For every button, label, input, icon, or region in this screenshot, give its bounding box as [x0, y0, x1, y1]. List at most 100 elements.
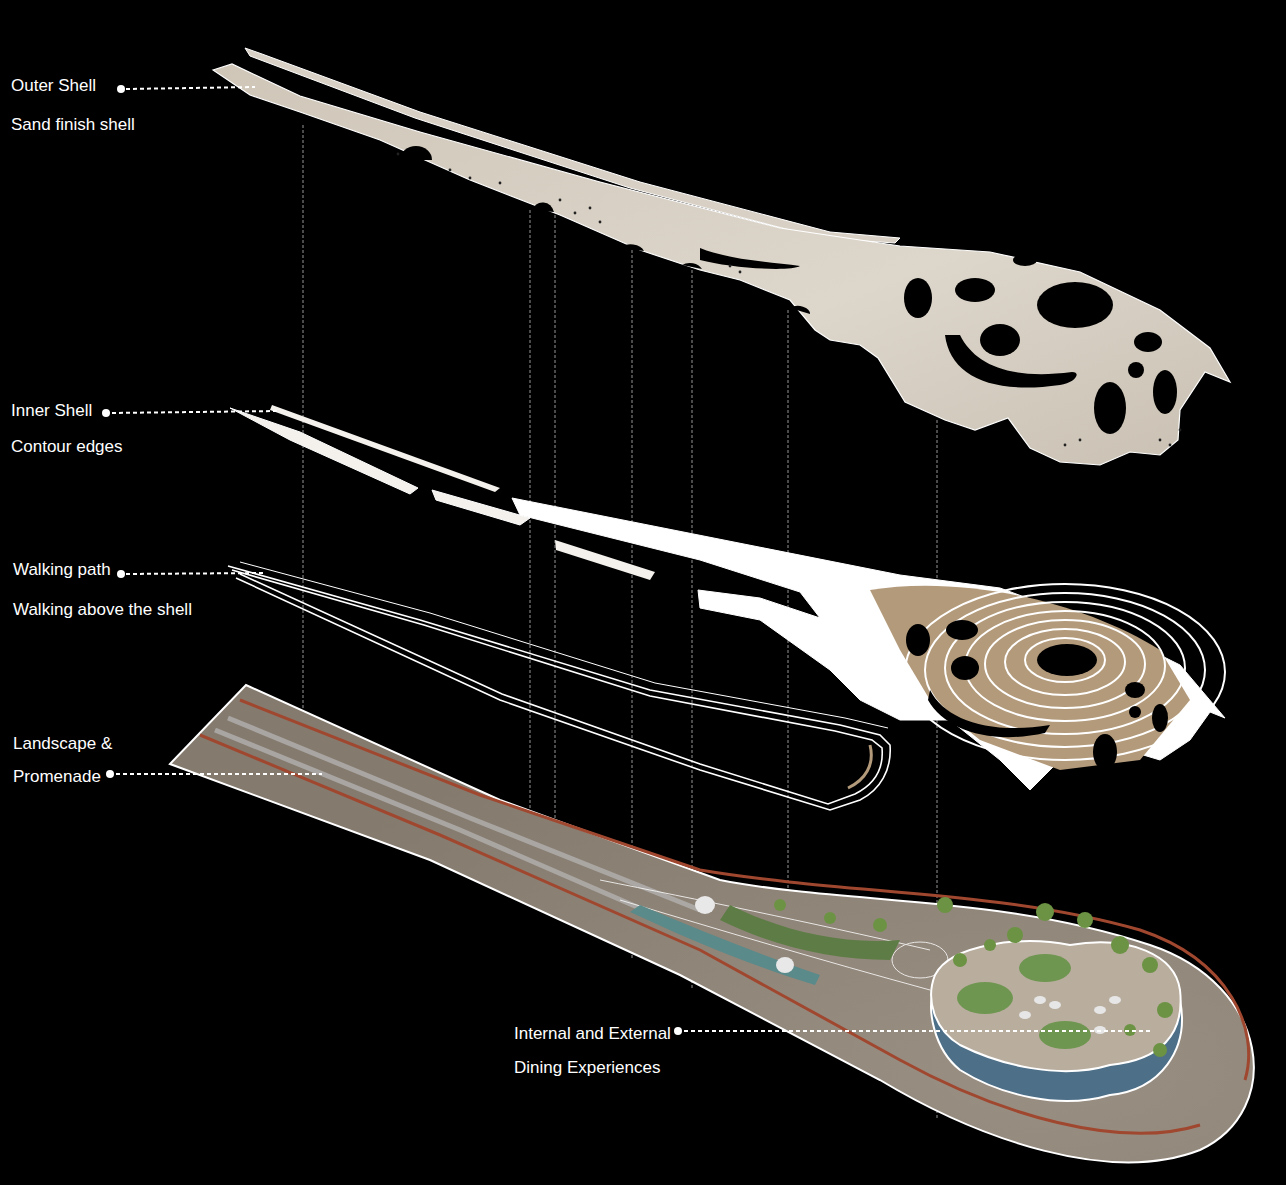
landscape-base	[600, 880, 948, 990]
outer-shell	[1153, 370, 1177, 414]
landscape-base	[200, 735, 1200, 1133]
outer-shell	[790, 306, 810, 314]
outer-shell	[729, 265, 732, 268]
landscape-base	[215, 718, 700, 930]
landscape-base	[1109, 996, 1121, 1004]
landscape-base	[620, 900, 930, 990]
landscape-base	[1019, 954, 1071, 982]
outer-shell	[955, 278, 995, 302]
leader-dot	[117, 85, 125, 93]
landscape-base	[170, 685, 1254, 1162]
leader-dot	[674, 1027, 682, 1035]
landscape-base	[1019, 1011, 1031, 1019]
landscape-base	[1157, 1002, 1173, 1018]
outer-shell	[1159, 439, 1162, 442]
landscape-base	[774, 897, 1173, 1057]
landscape-base	[824, 912, 836, 924]
landscape-base	[937, 897, 953, 913]
part-name: Outer Shell	[11, 76, 96, 96]
landscape-base	[1034, 996, 1046, 1004]
landscape-base	[170, 685, 1254, 1162]
part-note: Walking above the shell	[13, 600, 192, 620]
outer-shell	[1013, 254, 1037, 266]
walking-path	[240, 562, 888, 728]
landscape-base	[953, 953, 967, 967]
projection-line	[555, 205, 556, 890]
inner-shell	[1125, 682, 1145, 698]
outer-shell	[1179, 429, 1182, 432]
outer-shell	[300, 119, 312, 125]
leader-dot	[117, 570, 125, 578]
inner-shell	[1129, 706, 1141, 718]
outer-shell	[980, 324, 1020, 356]
inner-shell	[960, 580, 1030, 590]
outer-shell	[213, 64, 1230, 465]
inner-shell	[870, 586, 1190, 770]
leader-line	[126, 87, 255, 89]
landscape-base	[1153, 1043, 1167, 1057]
inner-shell	[1037, 644, 1097, 676]
landscape-base	[200, 700, 1249, 1133]
outer-shell	[1094, 382, 1126, 434]
inner-shell	[985, 620, 1145, 708]
landscape-base	[1019, 996, 1121, 1034]
landscape-base	[776, 957, 794, 973]
landscape-base	[1111, 936, 1129, 954]
landscape-base	[1142, 957, 1158, 973]
walking-path	[848, 745, 871, 788]
landscape-base	[1039, 1021, 1091, 1049]
part-name: Inner Shell	[11, 401, 92, 421]
part-note: Contour edges	[11, 437, 123, 457]
landscape-base	[984, 939, 996, 951]
leader-dot	[106, 770, 114, 778]
outer-shell	[904, 278, 932, 318]
outer-shell	[1169, 444, 1172, 447]
outer-shell	[574, 212, 577, 215]
outer-shell	[589, 207, 592, 210]
outer-shell	[682, 263, 702, 269]
outer-shell	[739, 271, 742, 274]
landscape-base	[695, 896, 715, 914]
inner-shell	[928, 690, 1050, 737]
outer-shell	[1128, 362, 1144, 378]
outer-shell	[532, 202, 554, 212]
inner-shell	[512, 498, 1225, 790]
landscape-base	[240, 700, 1249, 1080]
leader-line	[116, 773, 322, 775]
inner-shell	[951, 656, 979, 680]
inner-shell	[925, 593, 1205, 747]
landscape-base	[1077, 912, 1093, 928]
outer-shell	[400, 146, 432, 160]
inner-shell	[965, 611, 1165, 721]
inner-shell	[1005, 629, 1125, 695]
projection-line	[530, 210, 531, 878]
landscape-base	[228, 718, 700, 910]
outer-shell	[599, 221, 602, 224]
leader-line	[126, 573, 265, 574]
inner-shell	[270, 405, 500, 492]
leader-line	[684, 1030, 1150, 1032]
leader-line	[112, 87, 1150, 1031]
part-name: Internal and External Dining Experiences	[514, 1017, 694, 1085]
landscape-base	[1049, 1001, 1061, 1009]
landscape-base	[1007, 927, 1023, 943]
outer-shell	[397, 153, 400, 156]
leader-dot	[102, 409, 110, 417]
landscape-base	[630, 905, 820, 985]
leader-dot	[102, 85, 682, 1035]
leader-line	[112, 411, 278, 413]
projection-line	[303, 125, 304, 790]
landscape-base	[1094, 1006, 1106, 1014]
inner-shell	[1152, 704, 1168, 732]
landscape-base	[957, 982, 1013, 1014]
inner-shell	[555, 540, 655, 580]
outer-shell	[449, 169, 452, 172]
outer-shell	[700, 248, 800, 269]
outer-shell	[1064, 444, 1067, 447]
landscape-base	[215, 730, 690, 930]
inner-shell	[946, 620, 978, 640]
inner-shell	[905, 584, 1225, 760]
outer-shell	[1079, 439, 1082, 442]
landscape-base	[931, 941, 1180, 1071]
